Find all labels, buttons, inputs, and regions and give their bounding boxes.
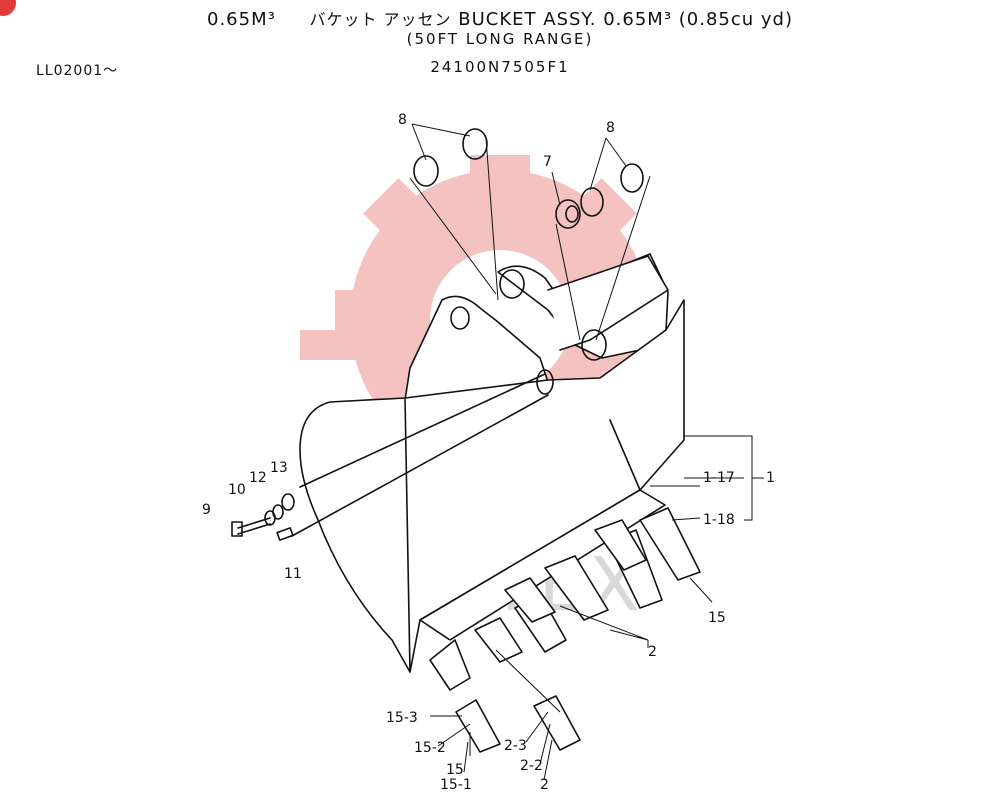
callout-8-right: 8 — [606, 120, 615, 136]
callout-15-1: 15-1 — [440, 777, 472, 792]
pin-boss-left — [536, 369, 554, 395]
bushing-7 — [555, 199, 581, 229]
tooth-adapter-2 — [594, 519, 647, 571]
tooth-6 — [639, 507, 701, 581]
bolt-9-head — [231, 521, 243, 537]
bucket-teeth — [429, 507, 701, 691]
tooth-1 — [429, 639, 471, 691]
title-japanese: バケット アッセン — [309, 10, 452, 29]
o-ring-8-left-1 — [413, 155, 439, 187]
callout-13: 13 — [270, 460, 288, 476]
pin-boss-top-right — [581, 329, 607, 361]
pin-shaft-upper — [299, 373, 546, 488]
callout-9: 9 — [202, 502, 211, 518]
title-prefix: 0.65M³ — [207, 9, 276, 30]
o-ring-8-left-2 — [462, 128, 488, 160]
pin-11 — [276, 527, 294, 541]
page-title: 0.65M³ バケット アッセン BUCKET ASSY. 0.65M³ (0.… — [0, 6, 1000, 30]
corner-badge — [0, 0, 16, 16]
washer-12 — [272, 504, 284, 520]
callout-1-17: 1-17 — [703, 470, 735, 486]
callout-10: 10 — [228, 482, 246, 498]
o-ring-8-right-1 — [580, 187, 604, 217]
pin-boss-top-left — [499, 269, 525, 299]
callout-8-left: 8 — [398, 112, 407, 128]
callout-15-3: 15-3 — [386, 710, 418, 726]
detail-tooth-15 — [455, 699, 501, 753]
tooth-adapter-1 — [504, 577, 556, 623]
detail-tooth-2 — [533, 695, 581, 751]
callout-2-detail: 2 — [540, 777, 549, 792]
callout-15: 15 — [708, 610, 726, 626]
title-english: BUCKET ASSY. 0.65M³ (0.85cu yd) — [458, 9, 793, 30]
callout-2-3: 2-3 — [504, 738, 527, 754]
bucket-crease — [609, 419, 641, 491]
callout-2-2: 2-2 — [520, 758, 543, 774]
callout-15-detail: 15 — [446, 762, 464, 778]
o-ring-8-right-2 — [620, 163, 644, 193]
bushing-7-bore — [565, 205, 579, 223]
callout-12: 12 — [249, 470, 267, 486]
callout-1: 1 — [766, 470, 775, 486]
tooth-4 — [544, 555, 609, 621]
callout-11: 11 — [284, 566, 302, 582]
page-subtitle: (50FT LONG RANGE) — [406, 30, 594, 48]
callout-15-2: 15-2 — [414, 740, 446, 756]
washer-13 — [281, 493, 295, 511]
bucket-body — [299, 299, 685, 673]
pin-boss-small — [450, 306, 470, 330]
callout-7: 7 — [543, 154, 552, 170]
callout-1-18: 1-18 — [703, 512, 735, 528]
pin-shaft-lower — [291, 394, 549, 537]
part-number: 24100N7505F1 — [430, 58, 570, 76]
serial-range: LL02001～ — [36, 63, 119, 79]
callout-2: 2 — [648, 644, 657, 660]
leader-lines — [409, 123, 764, 781]
tooth-2 — [474, 617, 523, 663]
bucket-side-edge — [404, 397, 411, 673]
